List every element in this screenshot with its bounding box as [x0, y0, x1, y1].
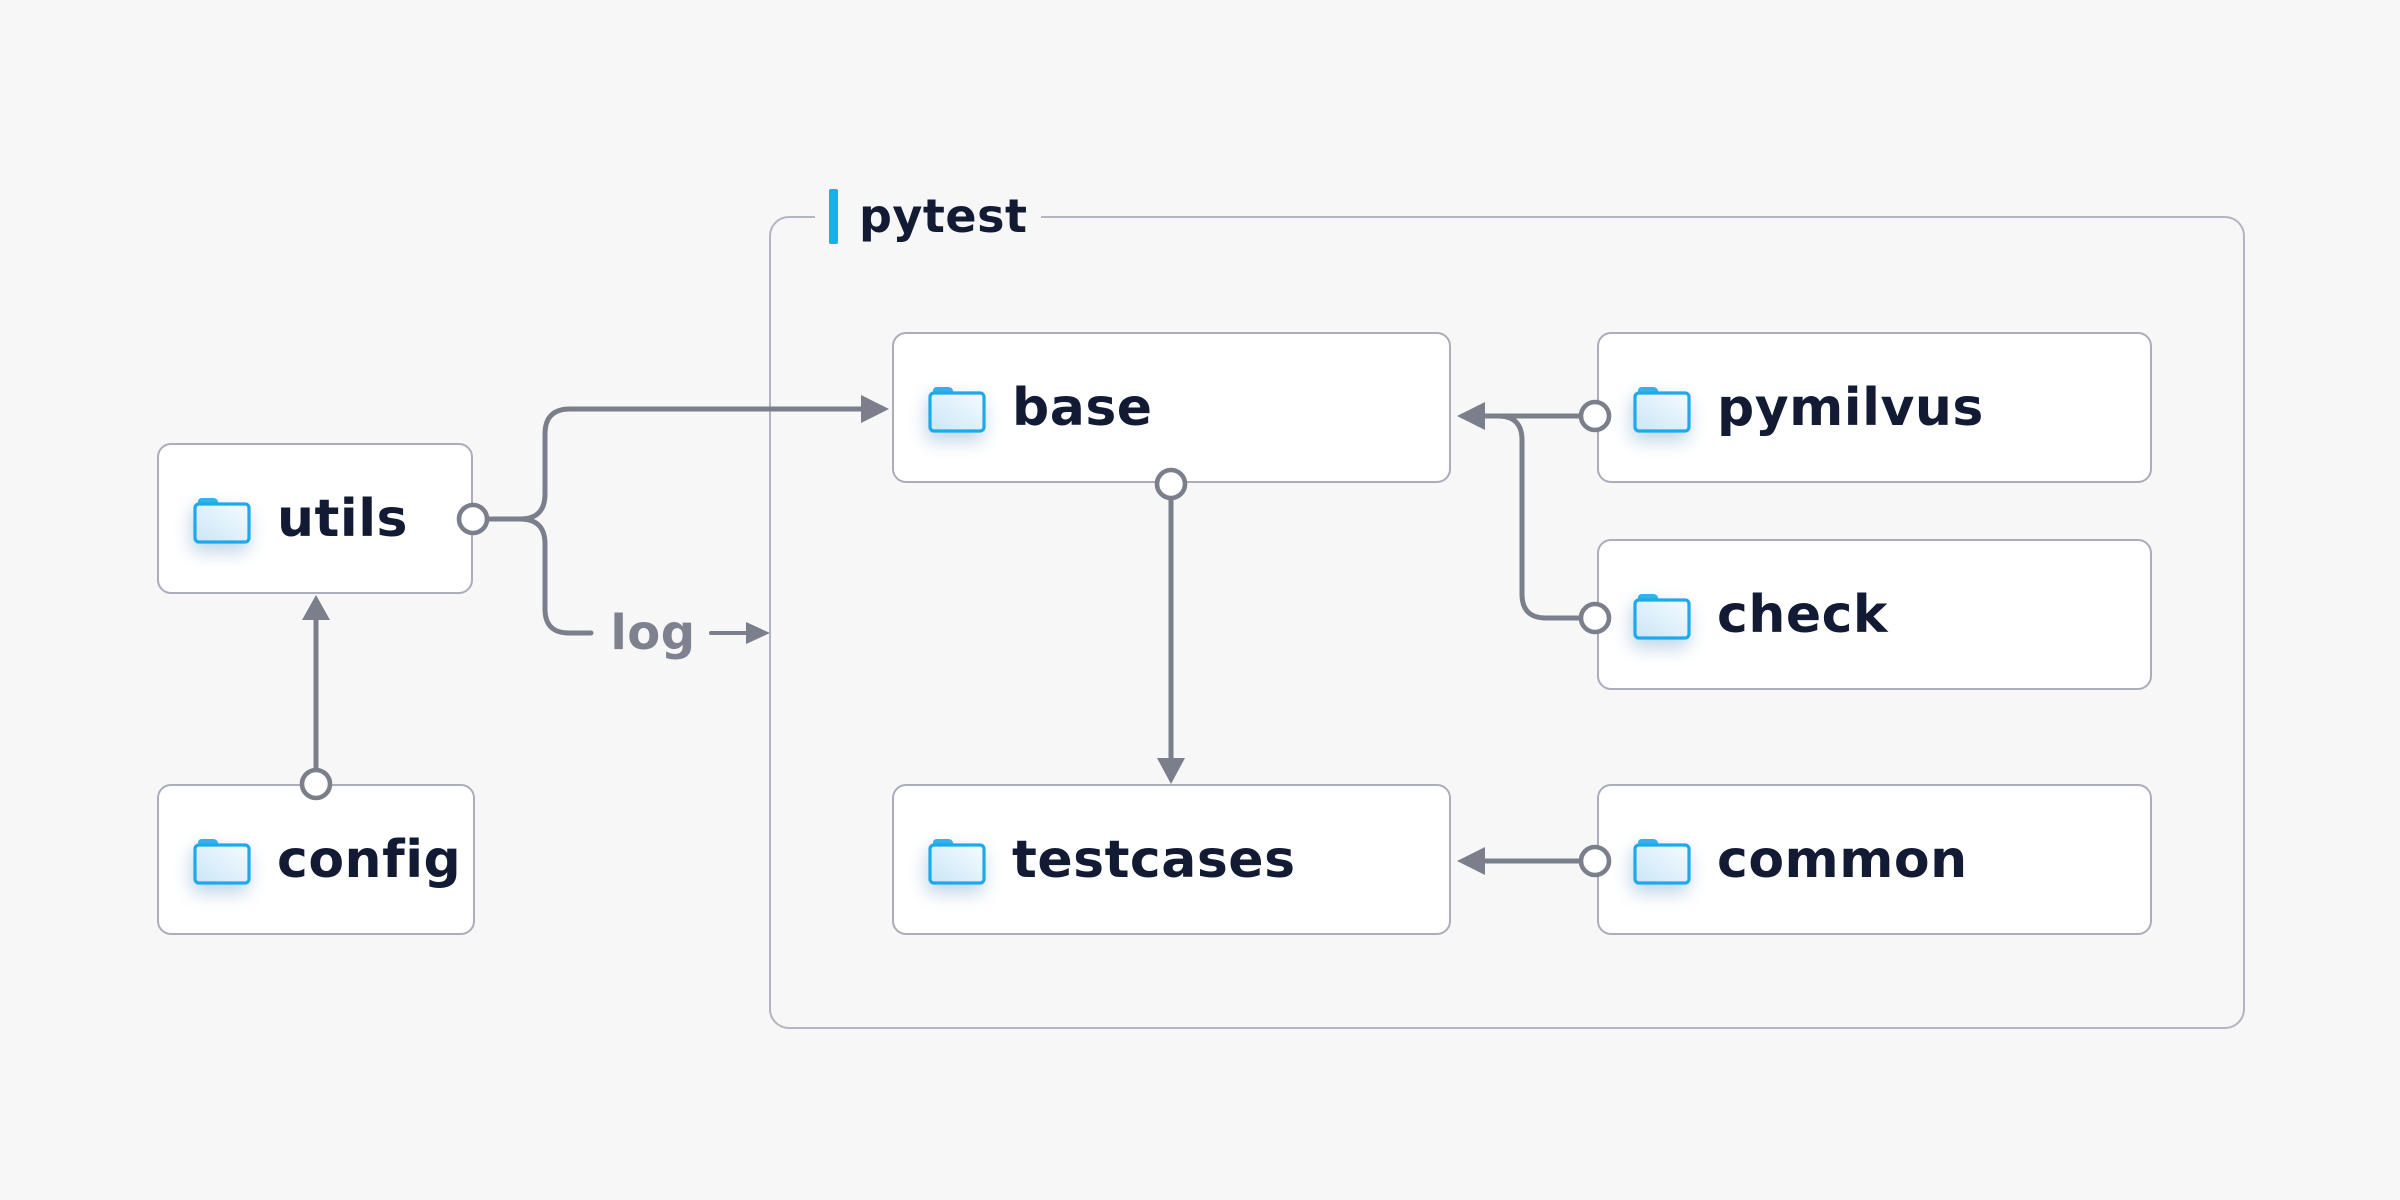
- edge-label-log: log: [610, 605, 696, 661]
- arrowhead-up: [302, 595, 330, 620]
- edge-utils-log: [485, 516, 594, 636]
- node-label: common: [1717, 829, 1968, 890]
- folder-icon: [193, 838, 251, 885]
- arrowhead-right-small: [746, 622, 770, 644]
- pytest-group: [769, 216, 2245, 1029]
- pytest-group-label: pytest: [815, 188, 1042, 244]
- accent-bar: [829, 188, 838, 244]
- node-utils: utils: [157, 443, 473, 594]
- node-label: base: [1012, 377, 1153, 438]
- node-pymilvus: pymilvus: [1597, 332, 2152, 483]
- node-label: testcases: [1012, 829, 1296, 890]
- folder-icon: [928, 386, 986, 433]
- node-testcases: testcases: [892, 784, 1451, 935]
- node-config: config: [157, 784, 475, 935]
- node-label: pymilvus: [1717, 377, 1984, 438]
- node-common: common: [1597, 784, 2152, 935]
- node-label: config: [277, 829, 462, 890]
- folder-icon: [1633, 386, 1691, 433]
- node-check: check: [1597, 539, 2152, 690]
- node-base: base: [892, 332, 1451, 483]
- folder-icon: [193, 497, 251, 544]
- node-label: utils: [277, 488, 408, 549]
- folder-icon: [928, 838, 986, 885]
- group-title: pytest: [859, 189, 1028, 243]
- folder-icon: [1633, 593, 1691, 640]
- folder-icon: [1633, 838, 1691, 885]
- node-label: check: [1717, 584, 1889, 645]
